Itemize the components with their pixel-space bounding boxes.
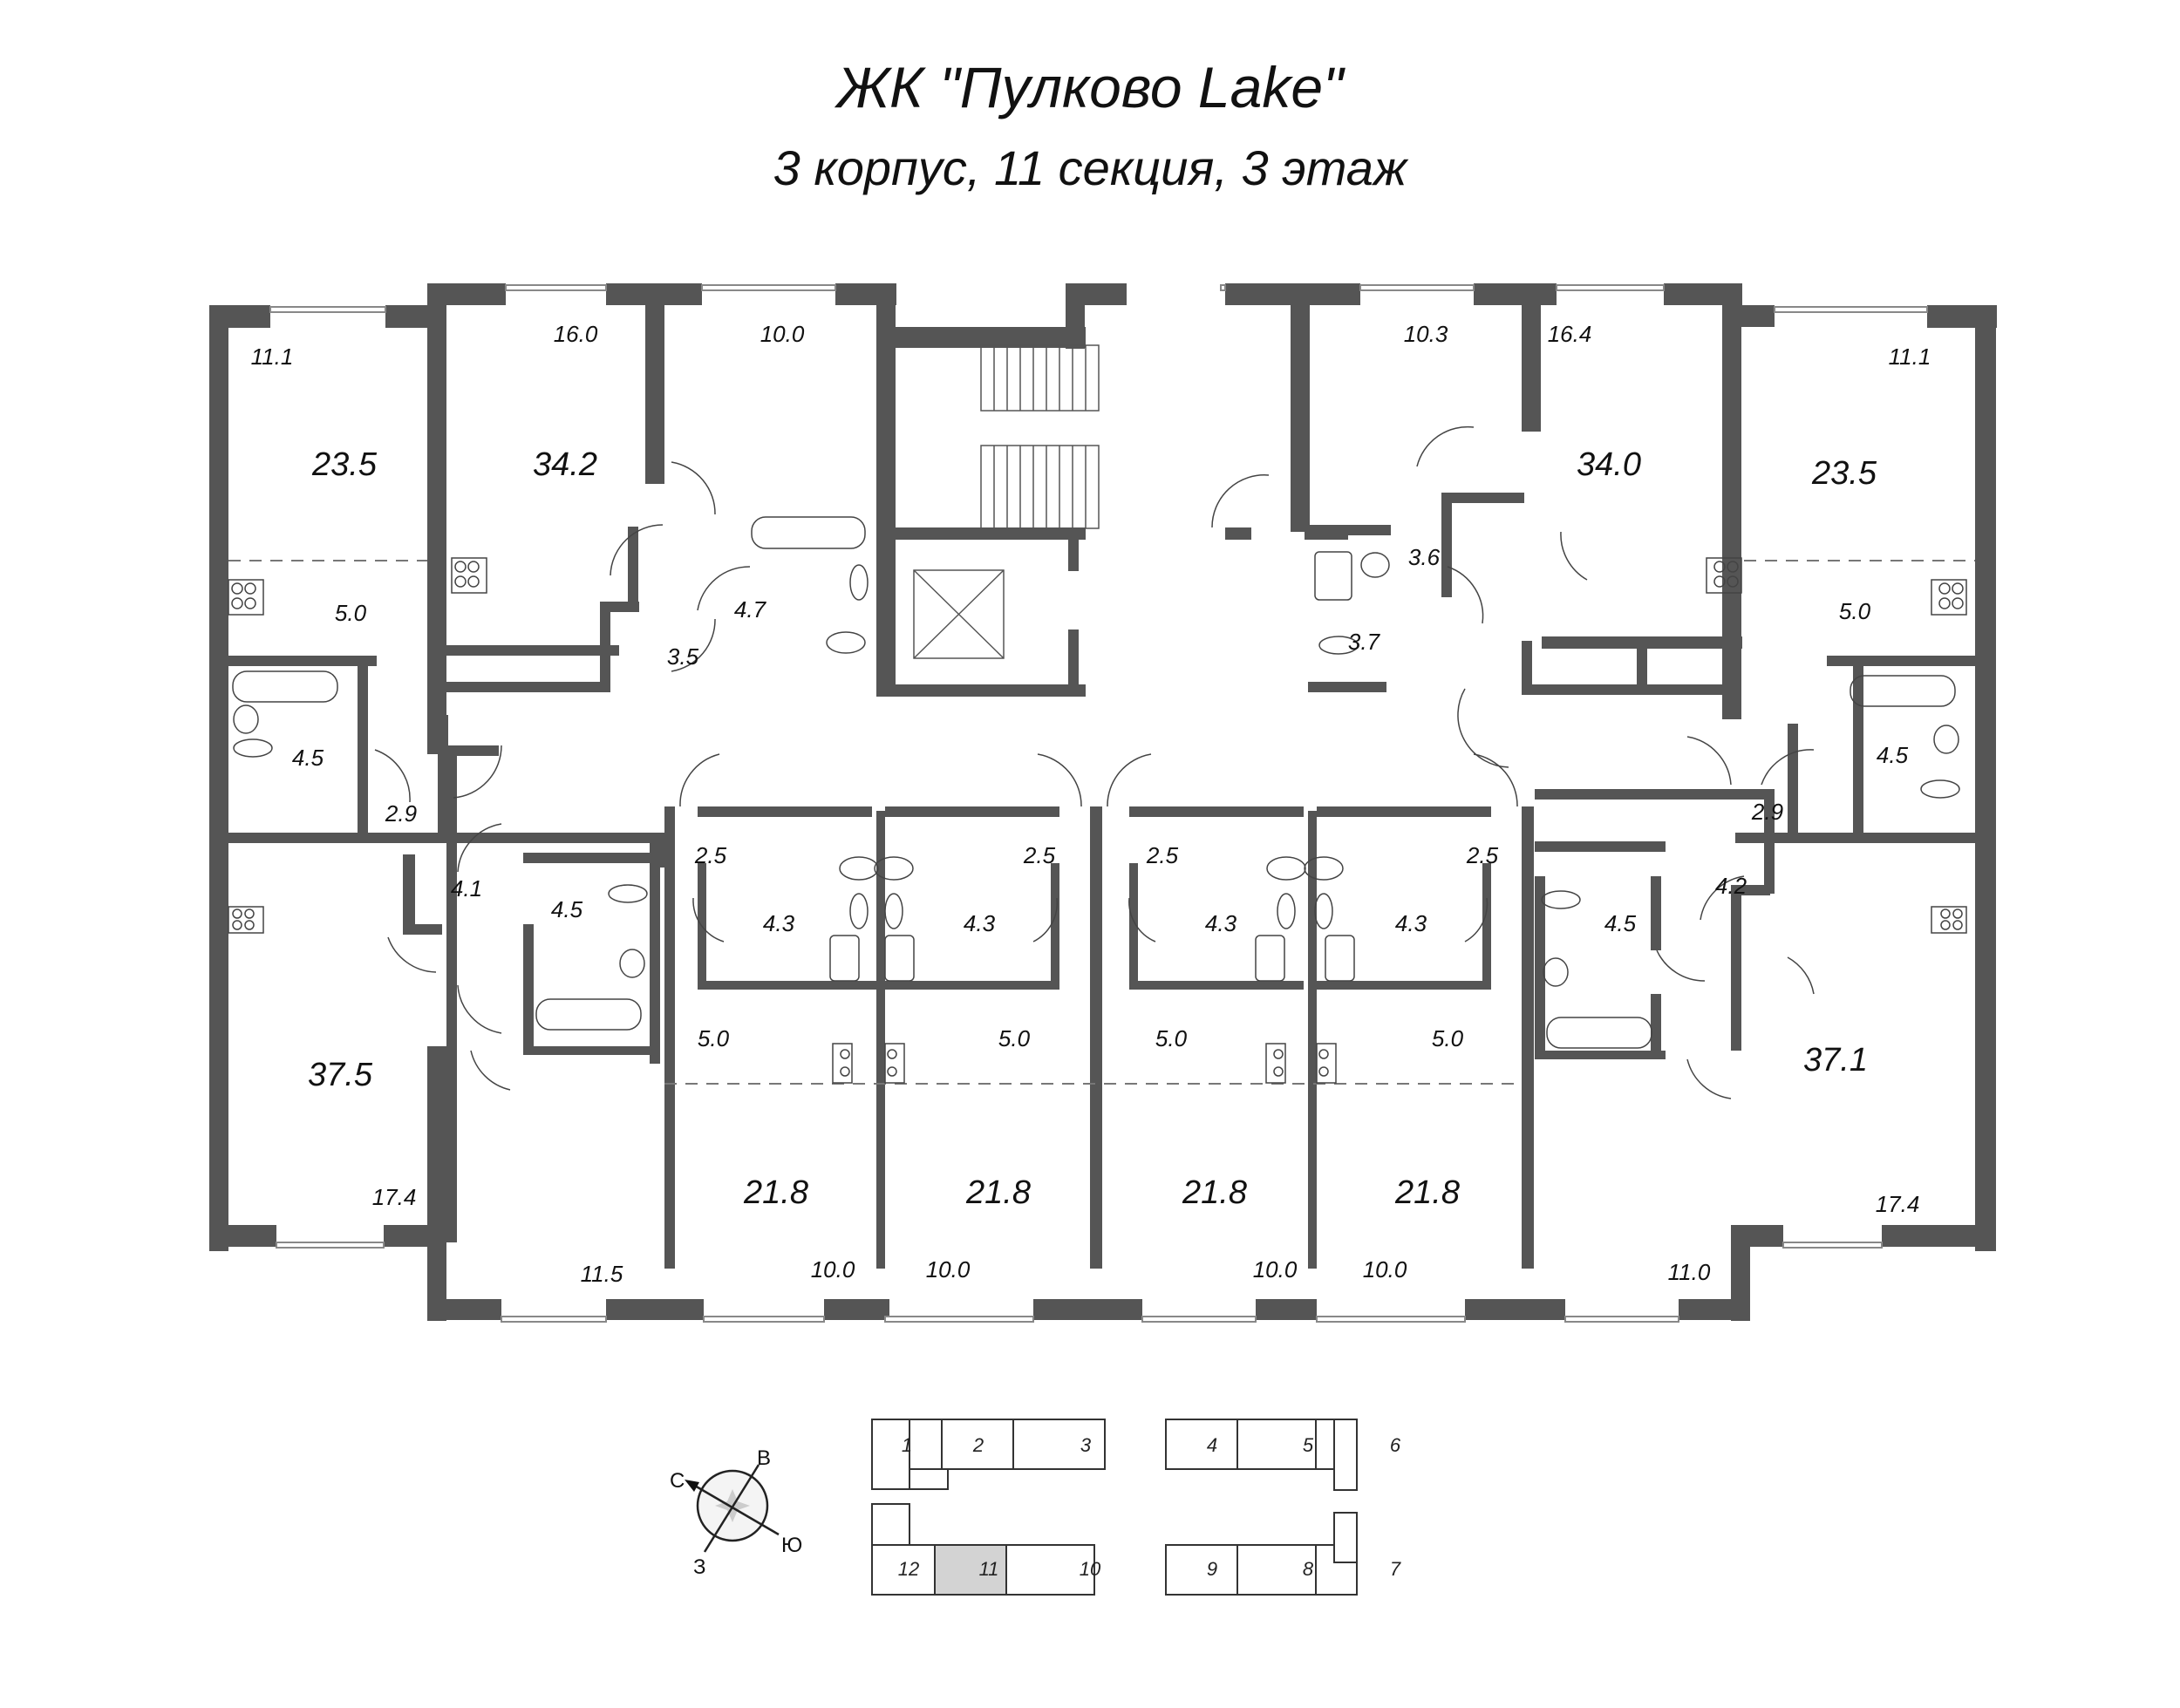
room-area: 4.1 bbox=[451, 875, 482, 902]
compass-west: З bbox=[693, 1555, 706, 1579]
svg-text:9: 9 bbox=[1207, 1558, 1217, 1580]
room-area: 16.4 bbox=[1548, 321, 1592, 347]
apartment-total-area: 21.8 bbox=[965, 1174, 1031, 1211]
svg-text:6: 6 bbox=[1390, 1434, 1401, 1456]
room-area: 4.3 bbox=[1205, 910, 1237, 936]
compass-north: С bbox=[670, 1469, 685, 1493]
room-area: 4.3 bbox=[964, 910, 996, 936]
zone-dividers bbox=[228, 560, 1975, 1085]
room-area: 11.0 bbox=[1668, 1259, 1711, 1285]
staircase bbox=[980, 344, 1100, 529]
room-area: 4.7 bbox=[734, 596, 767, 623]
section-12[interactable] bbox=[871, 1544, 936, 1596]
section-4[interactable] bbox=[1165, 1419, 1238, 1470]
section-key: 1 2 3 4 5 6 12 11 10 9 8 7 bbox=[871, 1419, 1401, 1596]
svg-text:12: 12 bbox=[898, 1558, 919, 1580]
room-area: 10.0 bbox=[1363, 1256, 1407, 1283]
room-area: 2.9 bbox=[1751, 799, 1783, 825]
room-area: 16.0 bbox=[554, 321, 598, 347]
windows bbox=[269, 284, 1928, 1323]
section-3[interactable] bbox=[1012, 1419, 1106, 1470]
svg-text:10: 10 bbox=[1080, 1558, 1101, 1580]
room-area: 4.5 bbox=[1604, 910, 1637, 936]
svg-text:2: 2 bbox=[972, 1434, 984, 1456]
compass-south: Ю bbox=[781, 1534, 802, 1557]
apartment-total-area: 34.2 bbox=[533, 446, 597, 483]
svg-text:4: 4 bbox=[1207, 1434, 1217, 1456]
apartment-total-area: 21.8 bbox=[1182, 1174, 1247, 1211]
svg-text:5: 5 bbox=[1303, 1434, 1314, 1456]
svg-text:7: 7 bbox=[1390, 1558, 1401, 1580]
room-area: 10.0 bbox=[926, 1256, 971, 1283]
section-10[interactable] bbox=[1005, 1544, 1095, 1596]
svg-text:11: 11 bbox=[979, 1558, 999, 1580]
room-area: 2.9 bbox=[385, 800, 417, 827]
room-area-labels: 23.5 11.1 5.0 4.5 2.9 34.2 16.0 10.0 4.7 3.5 10.3 1… bbox=[251, 321, 1931, 1287]
apartment-total-area: 23.5 bbox=[311, 446, 378, 483]
section-5[interactable] bbox=[1236, 1419, 1317, 1470]
room-area: 5.0 bbox=[1432, 1025, 1464, 1051]
room-area: 4.5 bbox=[551, 896, 583, 922]
section-2[interactable] bbox=[941, 1419, 1014, 1470]
apartment-total-area: 21.8 bbox=[1394, 1174, 1460, 1211]
room-area: 10.0 bbox=[760, 321, 805, 347]
bathroom-fixtures bbox=[232, 516, 1960, 1049]
compass-east: В bbox=[757, 1446, 771, 1470]
room-area: 5.0 bbox=[698, 1025, 730, 1051]
section-7-tab bbox=[1333, 1512, 1358, 1563]
svg-text:8: 8 bbox=[1303, 1558, 1314, 1580]
walls bbox=[209, 283, 1997, 1321]
room-area: 3.5 bbox=[667, 643, 699, 670]
room-area: 10.3 bbox=[1404, 321, 1448, 347]
room-area: 10.0 bbox=[1253, 1256, 1298, 1283]
svg-text:1: 1 bbox=[902, 1434, 912, 1456]
apartment-total-area: 34.0 bbox=[1577, 446, 1641, 483]
section-6-tab bbox=[1333, 1419, 1358, 1491]
section-11[interactable] bbox=[934, 1544, 1007, 1596]
room-area: 4.3 bbox=[763, 910, 795, 936]
apartment-total-area: 37.5 bbox=[308, 1057, 373, 1093]
room-area: 11.1 bbox=[251, 344, 294, 370]
room-area: 3.6 bbox=[1408, 544, 1441, 570]
apartment-total-area: 23.5 bbox=[1811, 455, 1877, 492]
section-1-tab bbox=[871, 1419, 910, 1490]
elevator-shaft bbox=[913, 569, 1005, 659]
room-area: 5.0 bbox=[335, 600, 367, 626]
room-area: 4.5 bbox=[1877, 742, 1909, 768]
section-8[interactable] bbox=[1236, 1544, 1317, 1596]
stove-icons bbox=[228, 557, 1967, 1084]
apartment-total-area: 37.1 bbox=[1803, 1042, 1868, 1079]
room-area: 10.0 bbox=[811, 1256, 855, 1283]
room-area: 11.5 bbox=[581, 1261, 623, 1287]
building-section-floor: 3 корпус, 11 секция, 3 этаж bbox=[773, 140, 1407, 195]
room-area: 5.0 bbox=[1839, 598, 1871, 624]
room-area: 2.5 bbox=[1466, 842, 1499, 868]
room-area: 3.7 bbox=[1348, 629, 1381, 655]
room-area: 5.0 bbox=[998, 1025, 1031, 1051]
room-area: 17.4 bbox=[1876, 1191, 1920, 1217]
svg-text:3: 3 bbox=[1080, 1434, 1092, 1456]
room-area: 17.4 bbox=[372, 1184, 417, 1210]
room-area: 5.0 bbox=[1155, 1025, 1188, 1051]
room-area: 4.2 bbox=[1715, 873, 1747, 899]
complex-title: ЖК "Пулково Lake" bbox=[836, 55, 1344, 119]
door-swings bbox=[374, 425, 1815, 1099]
room-area: 2.5 bbox=[1023, 842, 1056, 868]
north-arrow-icon bbox=[685, 1480, 699, 1492]
room-area: 4.5 bbox=[292, 745, 324, 771]
room-area: 2.5 bbox=[1146, 842, 1179, 868]
room-area: 11.1 bbox=[1889, 344, 1931, 370]
room-area: 2.5 bbox=[694, 842, 727, 868]
section-9[interactable] bbox=[1165, 1544, 1238, 1596]
compass: С В Ю З bbox=[670, 1446, 802, 1579]
room-area: 4.3 bbox=[1395, 910, 1427, 936]
apartment-total-area: 21.8 bbox=[743, 1174, 808, 1211]
